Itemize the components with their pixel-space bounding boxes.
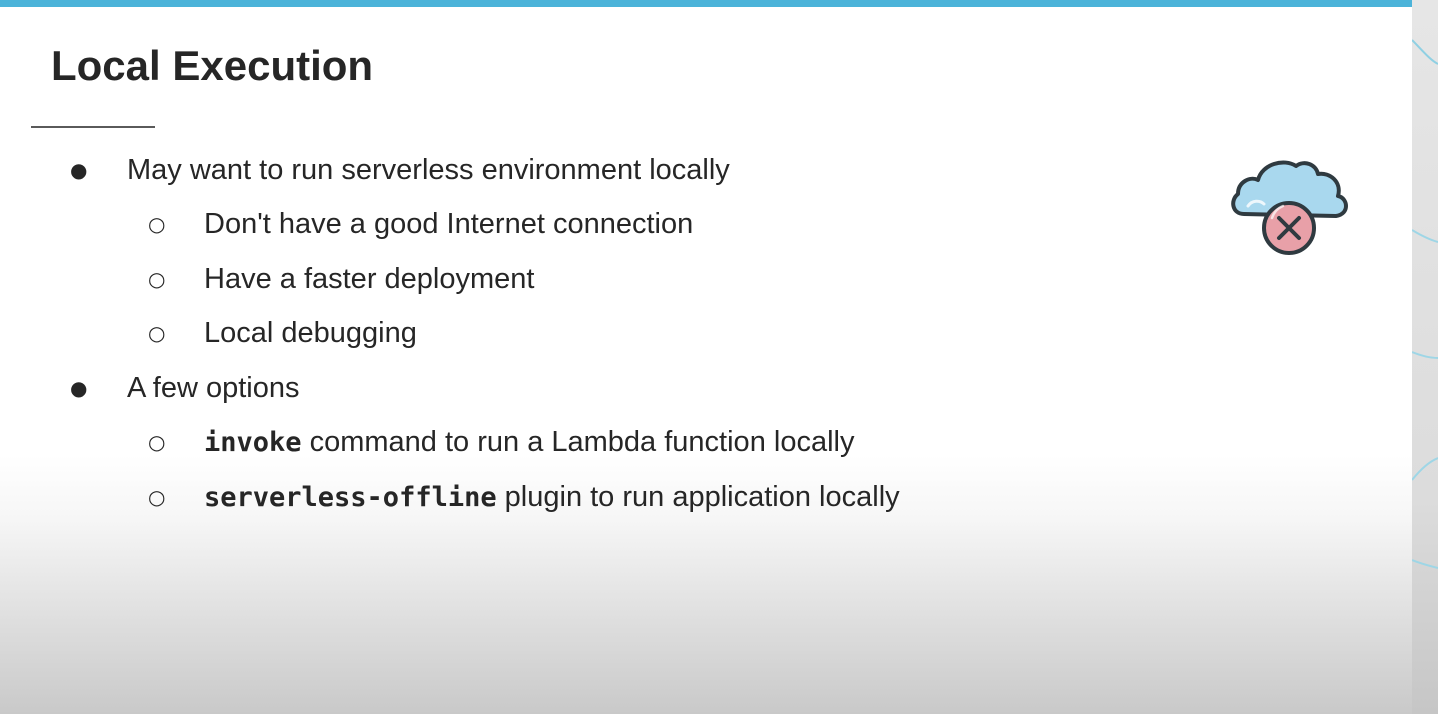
sub-bullet-text: Have a faster deployment bbox=[204, 263, 535, 295]
sub-bullet-text: command to run a Lambda function locally bbox=[301, 426, 855, 458]
bullet-text: May want to run serverless environment l… bbox=[127, 154, 730, 186]
bullet-dot: ● bbox=[70, 376, 88, 400]
sub-bullet-line: invoke command to run a Lambda function … bbox=[204, 424, 854, 461]
sub-bullet-circle: ○ bbox=[148, 430, 166, 454]
sub-bullet-circle: ○ bbox=[148, 267, 166, 291]
sub-bullet-circle: ○ bbox=[148, 212, 166, 236]
sub-bullet-text: Don't have a good Internet connection bbox=[204, 208, 694, 240]
code-term: serverless-offline bbox=[204, 482, 497, 513]
sub-bullet-circle: ○ bbox=[148, 485, 166, 509]
sub-bullet-text: Local debugging bbox=[204, 317, 417, 349]
sub-bullet-line: serverless-offline plugin to run applica… bbox=[204, 479, 900, 516]
bullet-dot: ● bbox=[70, 158, 88, 182]
sub-bullet-text: plugin to run application locally bbox=[496, 481, 900, 513]
bullet-text: A few options bbox=[127, 372, 300, 404]
slide-title: Local Execution bbox=[51, 42, 374, 89]
background-edge bbox=[1412, 0, 1438, 714]
accent-bar bbox=[0, 0, 1412, 7]
title-underline bbox=[31, 126, 155, 128]
code-term: invoke bbox=[204, 427, 302, 458]
bullet-list: ● May want to run serverless environment… bbox=[70, 154, 900, 516]
cloud-error-icon bbox=[1231, 160, 1348, 255]
sub-bullet-circle: ○ bbox=[148, 321, 166, 345]
